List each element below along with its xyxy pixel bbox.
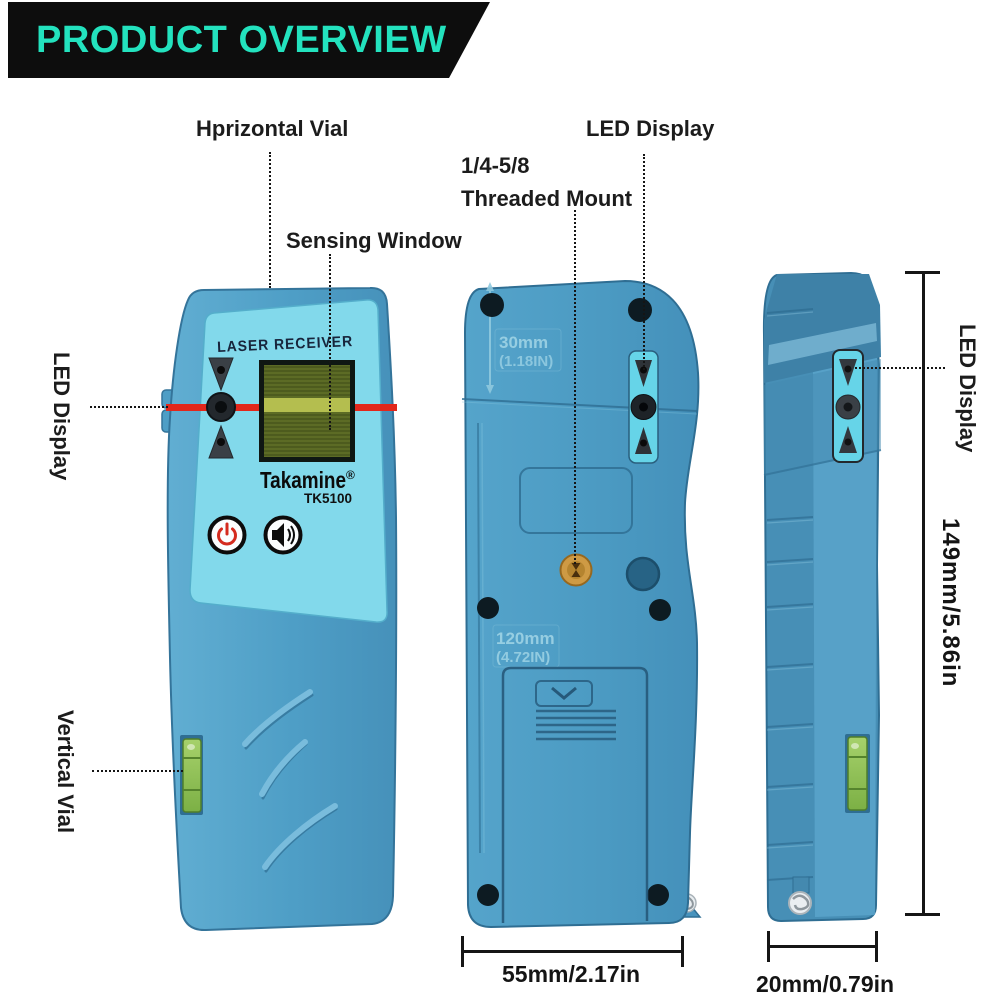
label-led-display-front: LED Display: [49, 352, 74, 481]
screw-hole: [477, 884, 499, 906]
side-led-display: [832, 349, 864, 463]
screw-holes: [477, 293, 671, 906]
dimension-cap-depth-left: [767, 931, 770, 962]
led-dot-bottom: [640, 439, 647, 447]
led-dot-bottom: [217, 438, 225, 446]
page-title: PRODUCT OVERVIEW: [36, 18, 447, 61]
label-horizontal-vial: Hprizontal Vial: [196, 116, 349, 141]
front-view: LASER RECEIVER Takamine® TK5100: [161, 286, 398, 932]
speaker-hole: [625, 556, 661, 592]
arrow-up-icon: [486, 282, 494, 291]
grip-swooshes: [242, 689, 338, 873]
model-text: TK5100: [304, 491, 352, 506]
recessed-panel: [519, 467, 633, 534]
vertical-vial: [180, 735, 203, 815]
dimension-line-depth: [768, 945, 877, 948]
segment-lines-highlight: [766, 311, 814, 849]
label-threaded-mount-line1: 1/4-5/8: [461, 153, 530, 178]
chevron-down-icon: [551, 686, 577, 700]
label-sensing-window: Sensing Window: [286, 228, 462, 253]
label-led-display-back: LED Display: [586, 116, 715, 141]
side-view: [762, 271, 882, 923]
sensor-span-marking: 120mm (4.72IN): [492, 624, 560, 668]
screw-hole: [480, 293, 504, 317]
label-vertical-vial: Vertical Vial: [53, 710, 78, 834]
dimension-cap-depth-right: [875, 931, 878, 962]
sensor-offset-value: 30mm: [499, 333, 548, 352]
led-dot-top: [844, 365, 852, 373]
leader-horizontal-vial: [269, 152, 271, 288]
center-sensor-core: [639, 402, 648, 412]
battery-door: [501, 666, 649, 923]
leader-vertical-vial: [92, 770, 183, 772]
side-vertical-vial: [845, 734, 870, 813]
leader-led-display-side: [855, 367, 945, 369]
speaker-button: [263, 515, 303, 555]
arrow-down-icon: [486, 385, 494, 394]
back-view: 30mm (1.18IN): [461, 279, 702, 929]
latch-plate: [535, 680, 593, 707]
led-dot-top: [640, 366, 647, 374]
dimension-cap-height-top: [905, 271, 940, 274]
sensor-span-value: 120mm: [496, 629, 555, 648]
sensing-window-lcd: [259, 360, 355, 462]
dimension-cap-width-right: [681, 936, 684, 967]
side-top-highlight: [768, 323, 877, 365]
center-sensor-core: [215, 401, 227, 413]
sensor-offset-marking: 30mm (1.18IN): [486, 282, 562, 394]
dimension-cap-width-left: [461, 936, 464, 967]
label-device-height: 149mm/5.86in: [937, 518, 964, 688]
screw-hole: [647, 884, 669, 906]
leader-threaded-mount: [574, 210, 576, 564]
led-dot-top: [217, 366, 225, 374]
product-overview-banner: PRODUCT OVERVIEW: [8, 2, 490, 78]
threaded-mount: [559, 553, 593, 587]
dimension-line-width: [462, 950, 682, 953]
dimension-line-height: [922, 272, 925, 916]
leader-led-display-back: [643, 154, 645, 370]
left-groove-highlight: [481, 422, 485, 854]
screw-hole: [477, 597, 499, 619]
speaker-icon: [272, 523, 295, 547]
label-threaded-mount-line2: Threaded Mount: [461, 186, 633, 211]
sensor-offset-inches: (1.18IN): [499, 353, 553, 370]
center-sensor-core: [843, 402, 853, 412]
dimension-cap-height-bottom: [905, 913, 940, 916]
grip-ridges: [536, 709, 616, 741]
led-dot-bottom: [844, 438, 852, 446]
label-led-display-side: LED Display: [955, 324, 980, 453]
panel-title-text: LASER RECEIVER: [217, 333, 354, 356]
sensor-span-inches: (4.72IN): [496, 649, 550, 666]
left-groove: [477, 422, 481, 854]
leader-led-display-front: [90, 406, 168, 408]
screw-hole: [649, 599, 671, 621]
front-led-display: [206, 357, 236, 459]
lcd-laser-band: [264, 398, 350, 412]
power-button: [207, 515, 247, 555]
back-led-display: [628, 350, 659, 464]
leader-sensing-window: [329, 254, 331, 430]
screw-hole: [628, 298, 652, 322]
bottom-screw: [788, 876, 812, 915]
power-icon: [217, 522, 237, 546]
segment-lines: [766, 308, 814, 881]
label-device-depth: 20mm/0.79in: [756, 971, 895, 997]
brand-text: Takamine®: [260, 467, 355, 493]
label-device-width: 55mm/2.17in: [502, 961, 641, 987]
